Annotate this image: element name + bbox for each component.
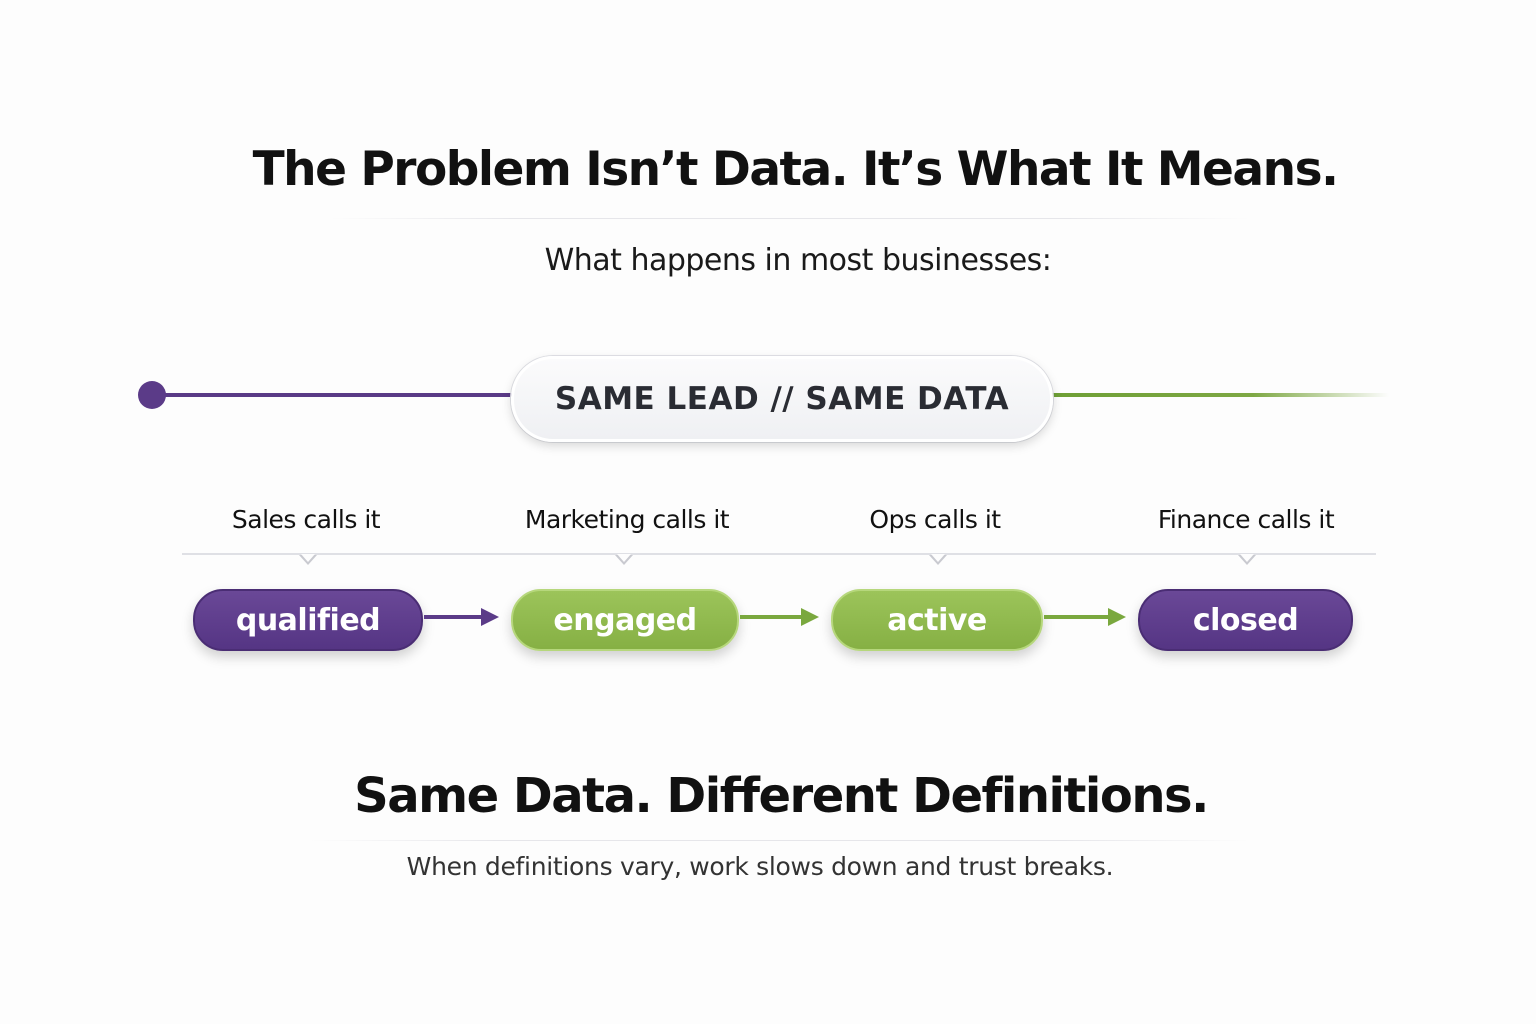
stage-label-marketing: Marketing calls it xyxy=(524,505,730,534)
term-pill-closed: closed xyxy=(1138,589,1353,651)
conclusion-divider xyxy=(310,840,1250,841)
chevron-down-icon xyxy=(929,554,947,565)
timeline-start-dot xyxy=(138,381,166,409)
term-pill-engaged: engaged xyxy=(511,589,739,651)
conclusion-subtext: When definitions vary, work slows down a… xyxy=(406,852,1114,881)
arrow-right-icon xyxy=(740,608,819,626)
chevron-down-icon xyxy=(1238,554,1256,565)
arrow-right-icon xyxy=(1044,608,1126,626)
term-pill-qualified: qualified xyxy=(193,589,423,651)
stage-label-ops: Ops calls it xyxy=(869,505,1001,534)
timeline-line-left xyxy=(152,393,512,397)
stage-label-sales: Sales calls it xyxy=(231,505,381,534)
page-subtitle: What happens in most businesses: xyxy=(544,243,1052,278)
page-title: The Problem Isn’t Data. It’s What It Mea… xyxy=(252,142,1339,197)
arrow-right-icon xyxy=(424,608,499,626)
chevron-down-icon xyxy=(615,554,633,565)
stage-label-finance: Finance calls it xyxy=(1157,505,1335,534)
chevron-down-icon xyxy=(299,554,317,565)
term-pill-active: active xyxy=(831,589,1043,651)
title-divider xyxy=(330,218,1250,219)
same-data-pill: SAME LEAD // SAME DATA xyxy=(511,356,1053,442)
timeline-line-right xyxy=(1049,393,1389,397)
labels-divider xyxy=(182,553,1376,555)
conclusion-heading: Same Data. Different Definitions. xyxy=(354,768,1209,824)
